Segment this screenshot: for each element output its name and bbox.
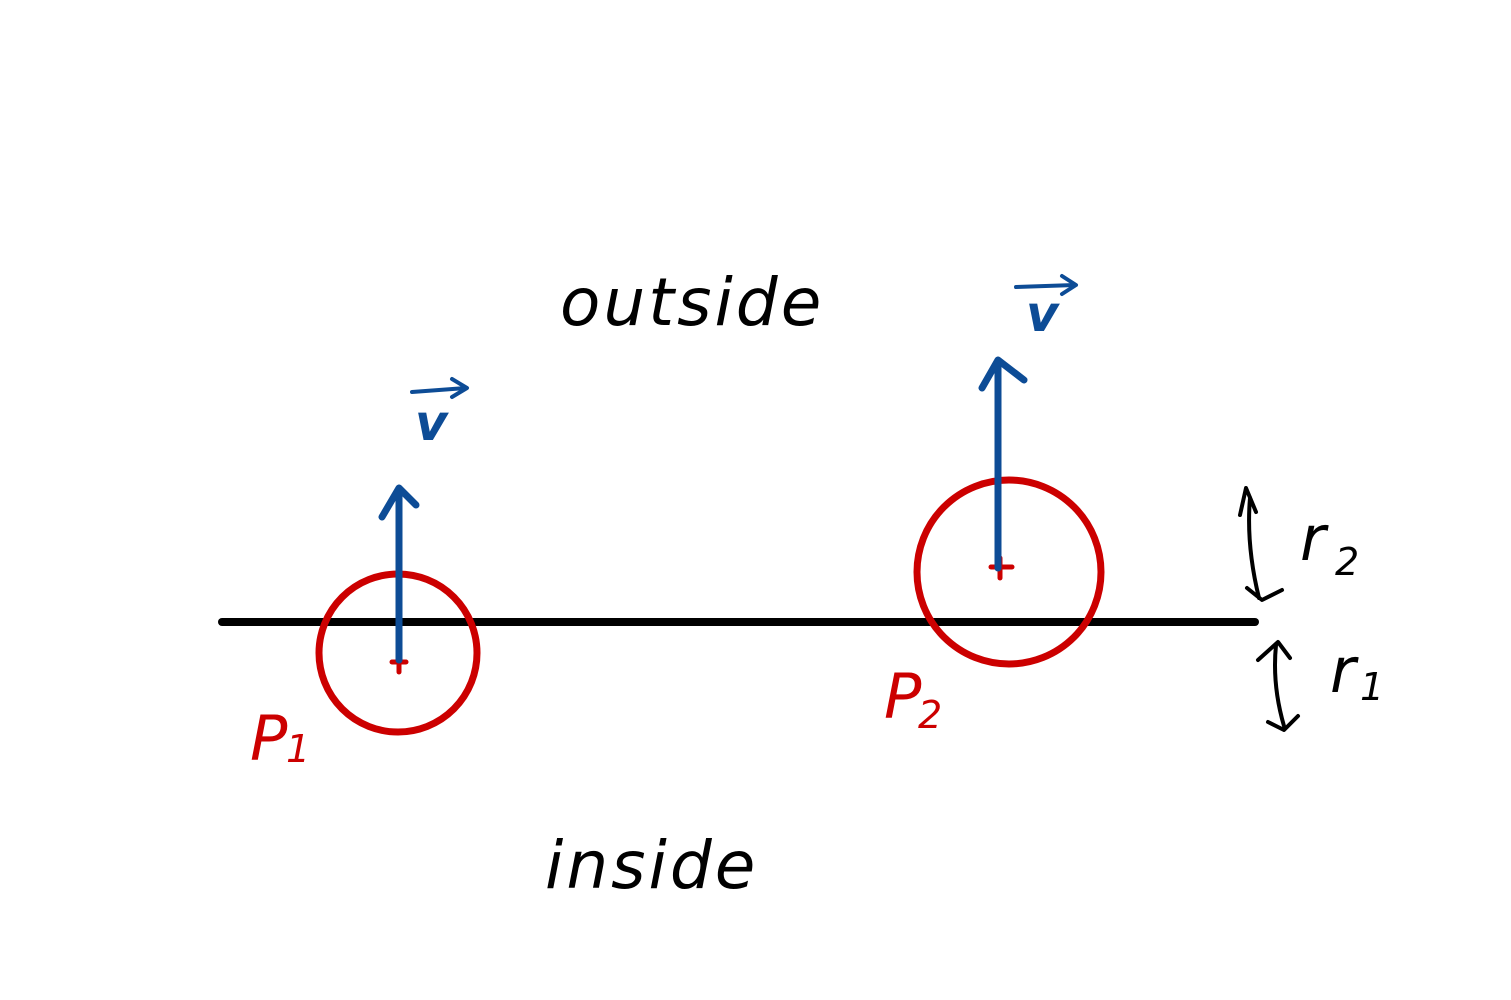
radius-r1-indicator: r 1: [1256, 634, 1384, 732]
particle-p2: v P 2: [884, 274, 1105, 737]
vector-arrow-icon-p1: [410, 377, 469, 399]
outside-label: outside: [560, 264, 824, 341]
particle-p2-subscript: 2: [918, 693, 942, 737]
radius-r2-indicator: r 2: [1238, 486, 1359, 602]
double-arrow-icon-r2: [1238, 486, 1284, 602]
particle-p1-label: P: [250, 702, 288, 775]
particle-p2-circle: [913, 476, 1105, 668]
velocity-label-p2: v: [1026, 285, 1060, 343]
double-arrow-icon-r1: [1256, 640, 1300, 732]
velocity-label-p1: v: [415, 394, 449, 452]
particle-p2-label: P: [884, 660, 922, 733]
radius-r1-label: r: [1330, 634, 1359, 707]
radius-r2-label: r: [1300, 502, 1329, 575]
vector-arrow-icon-p2: [1014, 274, 1078, 296]
inside-label: inside: [545, 827, 758, 904]
velocity-arrow-p2: [978, 356, 1028, 572]
particle-p1: v P 1: [250, 377, 481, 775]
velocity-arrow-p1: [378, 484, 420, 664]
radius-r2-subscript: 2: [1335, 540, 1359, 584]
particle-p1-subscript: 1: [286, 727, 310, 771]
radius-r1-subscript: 1: [1360, 665, 1384, 709]
